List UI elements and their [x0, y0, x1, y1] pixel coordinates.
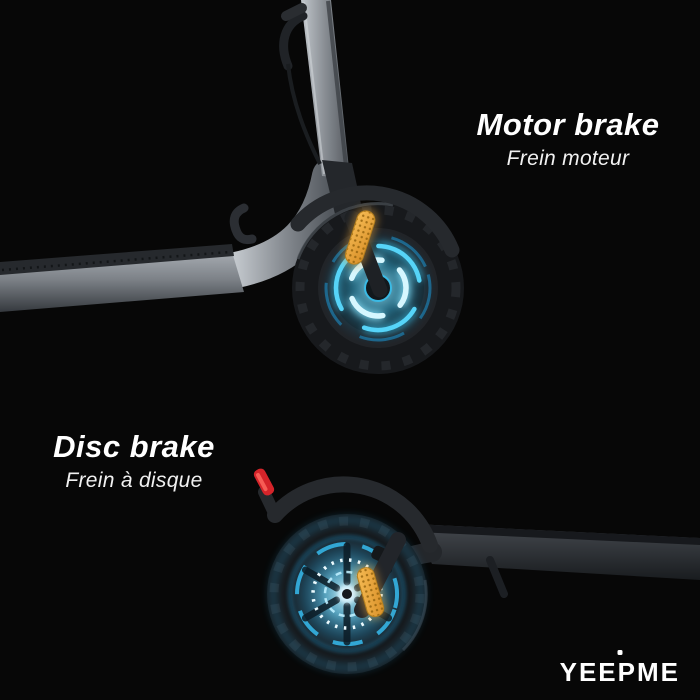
- brake-cable: [286, 63, 322, 165]
- brake-lever: [279, 3, 322, 165]
- disc-brake-label: Disc brake Frein à disque: [28, 429, 240, 493]
- front-fender: [290, 185, 460, 258]
- brand-logo: YEEPME: [559, 650, 680, 688]
- taillight: [253, 468, 275, 496]
- motor-brake-label: Motor brake Frein moteur: [448, 107, 688, 171]
- rear-deck: [414, 524, 700, 580]
- rear-scooter: [253, 468, 700, 674]
- motor-brake-title: Motor brake: [476, 107, 660, 142]
- brand-logo-text: YEEPME: [559, 657, 680, 687]
- front-deck: [0, 244, 244, 312]
- folding-latch: [229, 203, 257, 245]
- kickstand: [486, 556, 508, 598]
- front-scooter: [0, 0, 464, 374]
- front-neck: [218, 158, 348, 288]
- rear-reflector: [354, 564, 387, 620]
- front-reflector: [342, 207, 379, 268]
- front-stem: [301, 0, 350, 178]
- front-tire-tread: [295, 205, 461, 371]
- logo-dot: [617, 650, 623, 655]
- disc-brake-title: Disc brake: [53, 429, 215, 464]
- disc-brake-subtitle: Frein à disque: [65, 469, 203, 493]
- motor-brake-subtitle: Frein moteur: [506, 147, 630, 171]
- rear-fender: [258, 476, 438, 553]
